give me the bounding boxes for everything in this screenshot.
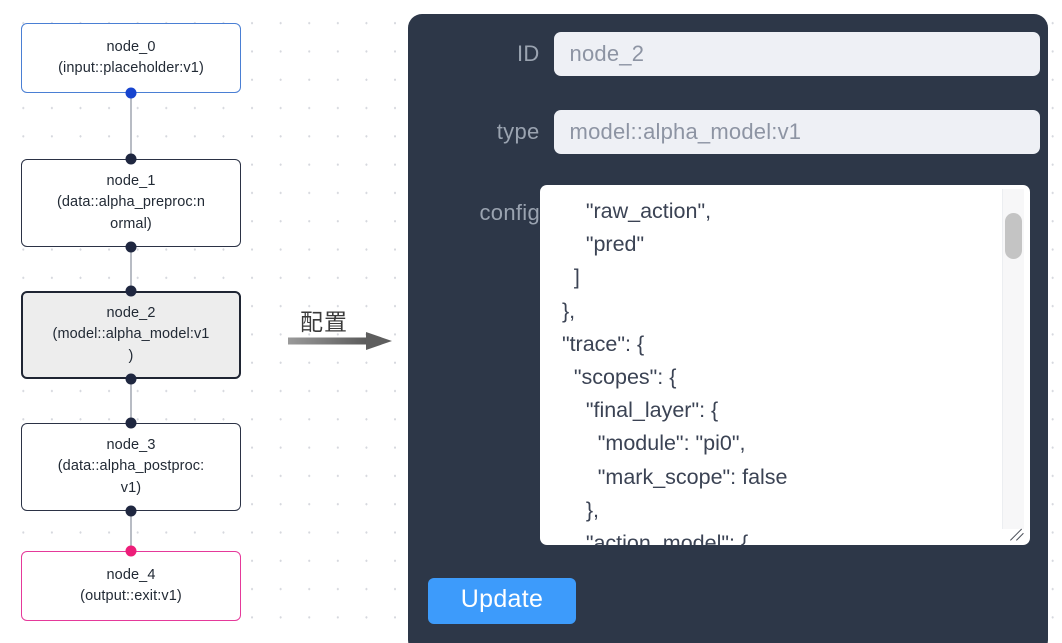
graph-node-node_2[interactable]: node_2 (model::alpha_model:v1 )	[21, 291, 241, 379]
field-row-type: type	[408, 110, 1040, 154]
graph-node-label: node_0 (input::placeholder:v1)	[58, 38, 204, 76]
edge-node0-node1	[130, 93, 132, 159]
config-textarea-wrapper: "raw_action", "pred" ] }, "trace": { "sc…	[540, 185, 1030, 545]
arrow-right-icon	[288, 330, 393, 359]
edge-node3-node4	[130, 511, 132, 551]
update-button[interactable]: Update	[428, 578, 576, 624]
node-handle-source-node_0[interactable]	[125, 87, 137, 99]
node-handle-source-node_3[interactable]	[125, 505, 137, 517]
node-handle-target-node_2[interactable]	[125, 285, 137, 297]
graph-node-node_1[interactable]: node_1 (data::alpha_preproc:n ormal)	[21, 159, 241, 247]
field-row-id: ID	[408, 32, 1040, 76]
id-input[interactable]	[553, 32, 1040, 76]
graph-node-node_4[interactable]: node_4 (output::exit:v1)	[21, 551, 241, 621]
field-label-id: ID	[516, 41, 540, 66]
config-scrollbar-thumb[interactable]	[1005, 213, 1022, 259]
graph-node-node_0[interactable]: node_0 (input::placeholder:v1)	[21, 23, 241, 93]
node-handle-source-node_1[interactable]	[125, 241, 137, 253]
graph-node-node_3[interactable]: node_3 (data::alpha_postproc: v1)	[21, 423, 241, 511]
node-handle-target-node_3[interactable]	[125, 417, 137, 429]
annotation-label: 配置	[300, 310, 348, 336]
edge-node1-node2	[130, 247, 132, 291]
config-textarea[interactable]: "raw_action", "pred" ] }, "trace": { "sc…	[540, 185, 1030, 545]
node-handle-source-node_2[interactable]	[125, 373, 137, 385]
field-label-type: type	[496, 119, 540, 144]
graph-node-label: node_3 (data::alpha_postproc: v1)	[57, 437, 205, 496]
type-input[interactable]	[553, 110, 1040, 154]
graph-node-label: node_2 (model::alpha_model:v1 )	[52, 305, 210, 364]
node-handle-target-node_4[interactable]	[125, 545, 137, 557]
graph-node-label: node_4 (output::exit:v1)	[80, 566, 182, 604]
graph-node-label: node_1 (data::alpha_preproc:n ormal)	[56, 173, 206, 232]
field-label-config: config	[479, 200, 540, 225]
edge-node2-node3	[130, 379, 132, 423]
node-handle-target-node_1[interactable]	[125, 153, 137, 165]
annotation-config-arrow: 配置	[300, 303, 400, 337]
